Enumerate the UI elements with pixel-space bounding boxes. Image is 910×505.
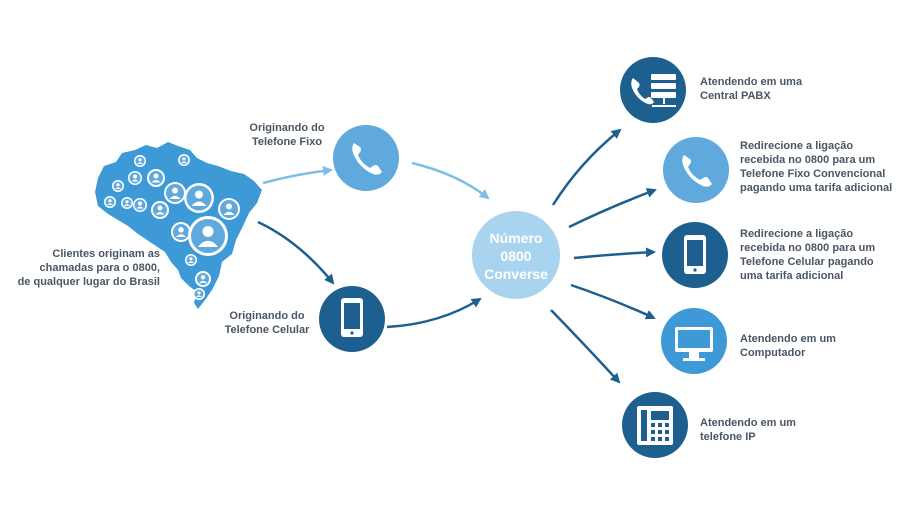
computer-destination-label: Atendendo em um Computador xyxy=(740,332,900,360)
arrow-fixed-to-hub xyxy=(411,161,490,200)
fixed-origin-label: Originando do Telefone Fixo xyxy=(232,121,342,149)
map-caption-line: chamadas para o 0800, xyxy=(39,262,160,274)
person-icon xyxy=(184,183,214,213)
map-caption: Clientes originam as chamadas para o 080… xyxy=(10,247,160,289)
map-caption-line: Clientes originam as xyxy=(52,248,160,260)
person-icon xyxy=(218,198,240,220)
landline-origin-node xyxy=(333,125,399,191)
arrow-hub-to-computer xyxy=(570,283,656,320)
mobile-origin-line: Telefone Celular xyxy=(224,324,310,336)
person-icon xyxy=(164,182,186,204)
landline-destination-node xyxy=(663,137,729,203)
computer-label-line: Computador xyxy=(740,347,806,359)
arrow-hub-to-pabx xyxy=(551,128,622,206)
landline-phone-icon xyxy=(682,155,712,187)
hub-title-line3: Converse xyxy=(484,266,548,282)
pabx-label-line: Atendendo em uma xyxy=(700,76,803,88)
person-icon xyxy=(178,154,190,166)
map-caption-line: de qualquer lugar do Brasil xyxy=(17,276,160,288)
mobile-label-line: recebida no 0800 para um xyxy=(740,242,876,254)
mobile-label-line: uma tarifa adicional xyxy=(740,270,844,282)
landline-label-line: Telefone Fixo Convencional xyxy=(740,168,886,180)
mobile-phone-icon xyxy=(684,235,706,274)
ip-phone-destination-node xyxy=(622,392,688,458)
hub-title-line2: 0800 xyxy=(500,248,531,264)
person-icon xyxy=(151,201,169,219)
person-icon xyxy=(112,180,124,192)
phone-handset-icon xyxy=(352,143,382,175)
arrow-hub-to-mobile xyxy=(573,247,656,260)
computer-destination-node xyxy=(661,308,727,374)
mobile-origin-line: Originando do xyxy=(229,310,305,322)
person-icon xyxy=(171,222,191,242)
ip-phone-label-line: telefone IP xyxy=(700,431,756,443)
arrow-mobile-to-hub xyxy=(386,297,482,329)
mobile-origin-node xyxy=(319,286,385,352)
landline-destination-label: Redirecione a ligação recebida no 0800 p… xyxy=(740,139,908,195)
pabx-label-line: Central PABX xyxy=(700,90,771,102)
person-icon xyxy=(193,288,205,300)
pabx-label: Atendendo em uma Central PABX xyxy=(700,75,900,103)
mobile-label-line: Redirecione a ligação xyxy=(740,228,854,240)
arrow-hub-to-ip-phone xyxy=(550,309,621,384)
pabx-server-icon xyxy=(631,74,676,107)
hub-title-line1: Número xyxy=(490,230,543,246)
person-icon xyxy=(195,271,211,287)
ip-phone-label-line: Atendendo em um xyxy=(700,417,796,429)
arrow-map-to-mobile xyxy=(257,220,335,285)
landline-label-line: pagando uma tarifa adicional xyxy=(740,182,893,194)
client-people-icons xyxy=(104,154,240,300)
mobile-origin-label: Originando do Telefone Celular xyxy=(212,309,322,337)
mobile-destination-label: Redirecione a ligação recebida no 0800 p… xyxy=(740,227,908,283)
landline-label-line: Redirecione a ligação xyxy=(740,140,854,152)
person-icon xyxy=(104,196,116,208)
mobile-label-line: Telefone Celular pagando xyxy=(740,256,874,268)
computer-monitor-icon xyxy=(675,327,713,361)
computer-label-line: Atendendo em um xyxy=(740,333,836,345)
person-icon xyxy=(128,171,142,185)
landline-label-line: recebida no 0800 para um xyxy=(740,154,876,166)
pabx-node xyxy=(620,57,686,123)
person-icon xyxy=(185,254,197,266)
person-icon xyxy=(134,155,146,167)
mobile-destination-node xyxy=(662,222,728,288)
fixed-origin-line: Telefone Fixo xyxy=(251,136,323,148)
fixed-origin-line: Originando do xyxy=(249,122,325,134)
ip-phone-destination-label: Atendendo em um telefone IP xyxy=(700,416,860,444)
arrow-map-to-fixed xyxy=(262,165,333,185)
smartphone-icon xyxy=(341,298,363,337)
person-icon xyxy=(133,198,147,212)
arrow-hub-to-landline xyxy=(568,188,657,229)
hub-0800-node: Número 0800 Converse xyxy=(472,211,560,299)
person-icon xyxy=(147,169,165,187)
person-icon xyxy=(188,216,228,256)
person-icon xyxy=(121,197,133,209)
ip-phone-icon xyxy=(637,406,673,445)
